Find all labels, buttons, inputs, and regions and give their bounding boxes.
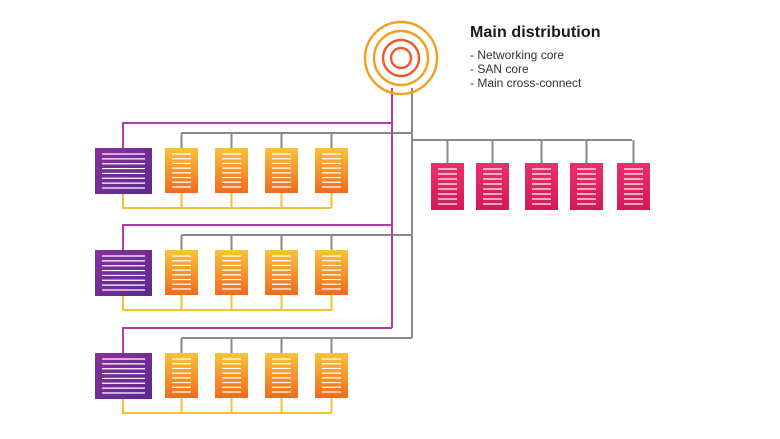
rack-switch-icon — [95, 250, 152, 296]
legend-item-main-cross-connect: - Main cross-connect — [470, 76, 582, 90]
main-distribution-legend: Main distribution - Networking core - SA… — [470, 24, 601, 90]
storage-icon — [617, 163, 650, 210]
connection-lines — [122, 88, 635, 414]
legend-item-networking-core: - Networking core — [470, 48, 565, 62]
server-icon — [265, 148, 298, 193]
zone-bus-yellow — [122, 194, 332, 209]
storage-icon — [570, 163, 603, 210]
rack-switch-icon — [95, 148, 152, 194]
storage-icon — [525, 163, 558, 210]
zone-uplink-magenta — [122, 122, 392, 148]
server-icon — [265, 250, 298, 295]
legend-item-san-core: - SAN core — [470, 62, 529, 76]
server-icon — [265, 353, 298, 398]
zone-uplink-magenta — [122, 224, 392, 250]
server-icon — [165, 250, 198, 295]
zone-bus-yellow — [122, 399, 332, 414]
zone-uplink-magenta — [122, 327, 392, 353]
server-icon — [215, 250, 248, 295]
server-icon — [165, 353, 198, 398]
storage-icon — [431, 163, 464, 210]
concentric-rings-icon — [363, 20, 439, 96]
rack-switch-icon — [95, 353, 152, 399]
server-icon — [215, 353, 248, 398]
storage-icon — [476, 163, 509, 210]
zone-bus-yellow — [122, 296, 332, 311]
server-icon — [215, 148, 248, 193]
legend-list: - Networking core - SAN core - Main cros… — [470, 48, 601, 90]
network-nodes — [95, 20, 650, 399]
server-icon — [315, 148, 348, 193]
server-icon — [165, 148, 198, 193]
server-icon — [315, 250, 348, 295]
legend-title: Main distribution — [470, 24, 601, 41]
server-icon — [315, 353, 348, 398]
